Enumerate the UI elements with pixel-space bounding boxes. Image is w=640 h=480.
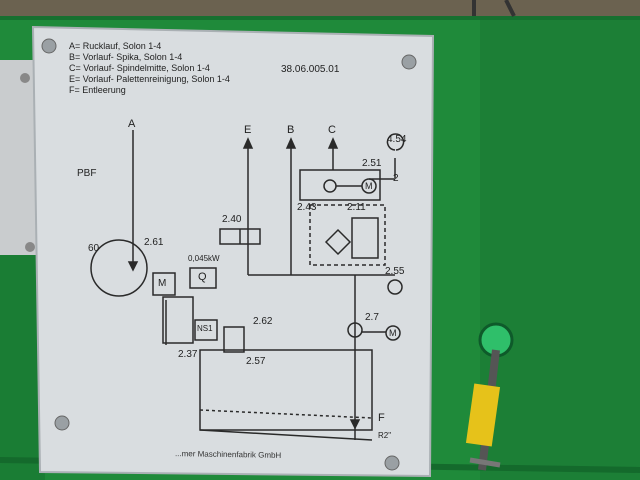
label-2-62: 2.62 <box>253 316 273 327</box>
label-2-11: 2.11 <box>347 202 366 213</box>
line-label-c: C <box>328 124 336 136</box>
label-2-57: 2.57 <box>246 356 266 367</box>
motor-m-left: M <box>158 278 167 289</box>
label-r2: R2" <box>378 431 392 440</box>
line-label-e: E <box>244 124 252 136</box>
line-label-b: B <box>287 124 295 136</box>
legend-line: A= Rucklauf, Solon 1-4 <box>69 41 162 51</box>
legend-line: F= Entleerung <box>69 85 126 95</box>
yellow-tape <box>465 383 501 447</box>
label-2-61: 2.61 <box>144 237 164 248</box>
label-power: 0,045kW <box>188 254 220 263</box>
label-2-7: 2.7 <box>365 312 379 323</box>
hydraulic-schematic <box>90 130 405 441</box>
label-ns1: NS1 <box>197 324 213 333</box>
line-label-f: F <box>378 412 385 424</box>
label-60: 60 <box>88 243 100 254</box>
label-2: 2 <box>393 173 399 184</box>
legend-line: E= Vorlauf- Palettenreinigung, Solon 1-4 <box>69 74 230 84</box>
legend-line: B= Vorlauf- Spika, Solon 1-4 <box>69 52 183 62</box>
pbf-label: PBF <box>77 168 97 179</box>
plate-screw <box>41 38 57 54</box>
label-2-40: 2.40 <box>222 214 242 225</box>
label-4-54: 4.54 <box>387 134 407 145</box>
motor-m-top: M <box>365 181 373 191</box>
manufacturer-footer: ...mer Maschinenfabrik GmbH <box>174 449 282 460</box>
side-screw <box>20 73 30 83</box>
part-code: 38.06.005.01 <box>281 64 340 75</box>
motor-m-bottom: M <box>389 328 397 338</box>
label-2-51: 2.51 <box>362 158 382 169</box>
label-2-43: 2.43 <box>297 202 317 213</box>
line-label-a: A <box>128 118 136 130</box>
label-q: Q <box>198 271 207 283</box>
label-2-55: 2.55 <box>385 266 405 277</box>
legend-block: A= Rucklauf, Solon 1-4 B= Vorlauf- Spika… <box>69 41 230 96</box>
label-2-37: 2.37 <box>178 349 198 360</box>
legend-line: C= Vorlauf- Spindelmitte, Solon 1-4 <box>69 63 210 73</box>
